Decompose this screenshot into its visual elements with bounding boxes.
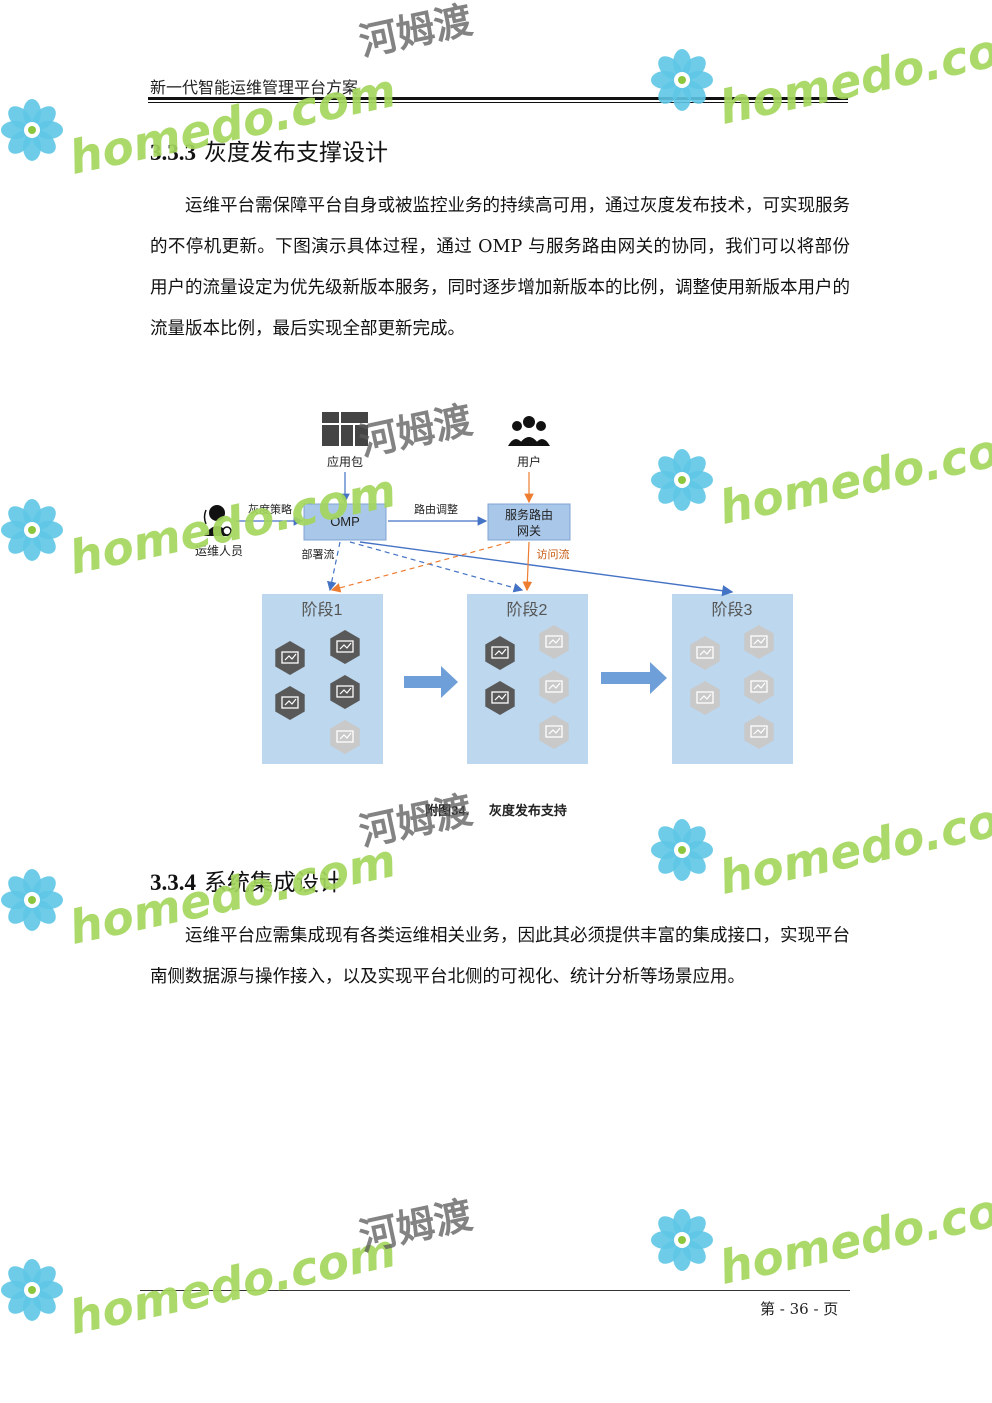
- gateway-label-line2: 网关: [517, 524, 541, 538]
- watermark-text: homedo.com: [64, 1223, 400, 1345]
- watermark-chinese: 河姆渡: [355, 0, 477, 65]
- new-version-node-icon: [690, 636, 720, 670]
- watermark-text: homedo.com: [714, 13, 992, 135]
- figure-caption: 附图34. 灰度发布支持: [0, 800, 992, 819]
- old-version-node-icon: [485, 681, 515, 715]
- new-version-node-icon: [744, 670, 774, 704]
- stage1-to-stage2-arrow: [404, 666, 458, 698]
- section-number: 3.3.4: [150, 870, 196, 895]
- section-heading-3-3-3: 3.3.3 灰度发布支撑设计: [150, 133, 388, 167]
- gateway-label-line1: 服务路由: [505, 507, 553, 522]
- new-version-node-icon: [690, 681, 720, 715]
- old-version-node-icon: [485, 636, 515, 670]
- package-label: 应用包: [327, 454, 363, 469]
- stage1-panel: [262, 594, 383, 764]
- access-flow-label: 访问流: [537, 547, 570, 561]
- watermark-chinese: 河姆渡: [355, 1192, 477, 1260]
- new-version-node-icon: [330, 720, 360, 754]
- section-title: 系统集成设计: [204, 870, 342, 896]
- access-flow-stage2: [522, 541, 533, 592]
- stage3-panel: [672, 594, 793, 764]
- new-version-node-icon: [539, 670, 569, 704]
- omp-box: [303, 503, 387, 541]
- deploy-flow-label: 部署流: [302, 547, 335, 561]
- caption-label: 附图34.: [425, 803, 470, 818]
- old-version-node-icon: [275, 641, 305, 675]
- stage1-label: 阶段1: [302, 601, 343, 619]
- operator-icon: [203, 505, 232, 536]
- access-flow-stage1: [330, 541, 511, 593]
- section-number: 3.3.3: [150, 140, 196, 165]
- header-rule: [148, 97, 848, 100]
- gateway-box: [487, 503, 571, 541]
- page-number: 第 - 36 - 页: [760, 1300, 839, 1318]
- operator-label: 运维人员: [195, 544, 243, 558]
- watermark: homedo.com: [650, 783, 992, 905]
- watermark: homedo.com: [650, 1173, 992, 1295]
- section-title: 灰度发布支撑设计: [204, 140, 388, 166]
- watermark: homedo.com: [0, 1223, 401, 1345]
- deploy-flow-stage2: [349, 541, 524, 593]
- page-header-title: 新一代智能运维管理平台方案: [150, 78, 359, 97]
- package-icon: [322, 412, 368, 446]
- caption-text: 灰度发布支持: [488, 803, 567, 818]
- old-version-node-icon: [330, 675, 360, 709]
- route-adjust-label: 路由调整: [414, 502, 458, 516]
- omp-label: OMP: [330, 514, 360, 529]
- policy-label: 灰度策略: [248, 502, 292, 516]
- new-version-node-icon: [539, 625, 569, 659]
- footer-rule: [140, 1290, 850, 1291]
- section-paragraph: 运维平台需保障平台自身或被监控业务的持续高可用，通过灰度发布技术，可实现服务的不…: [150, 196, 850, 339]
- new-version-node-icon: [744, 715, 774, 749]
- deploy-flow-stage3: [359, 541, 734, 597]
- watermark: homedo.com: [650, 13, 992, 135]
- gray-release-diagram: 应用包 用户 运维人员 OMP 服务路由 网关 灰度策略: [190, 400, 810, 780]
- old-version-node-icon: [275, 686, 305, 720]
- old-version-node-icon: [330, 630, 360, 664]
- watermark-text: homedo.com: [714, 1173, 992, 1295]
- users-icon: [508, 416, 550, 446]
- new-version-node-icon: [744, 625, 774, 659]
- section-heading-3-3-4: 3.3.4 系统集成设计: [150, 863, 342, 897]
- stage2-label: 阶段2: [507, 601, 548, 619]
- stage3-label: 阶段3: [712, 601, 753, 619]
- header-rule-thin: [148, 102, 848, 103]
- deploy-flow-stage1: [327, 541, 341, 592]
- new-version-node-icon: [539, 715, 569, 749]
- section-paragraph: 运维平台应需集成现有各类运维相关业务，因此其必须提供丰富的集成接口，实现平台南侧…: [150, 926, 850, 987]
- users-label: 用户: [517, 454, 541, 469]
- stage2-to-stage3-arrow: [601, 662, 667, 694]
- stage2-panel: [467, 594, 588, 764]
